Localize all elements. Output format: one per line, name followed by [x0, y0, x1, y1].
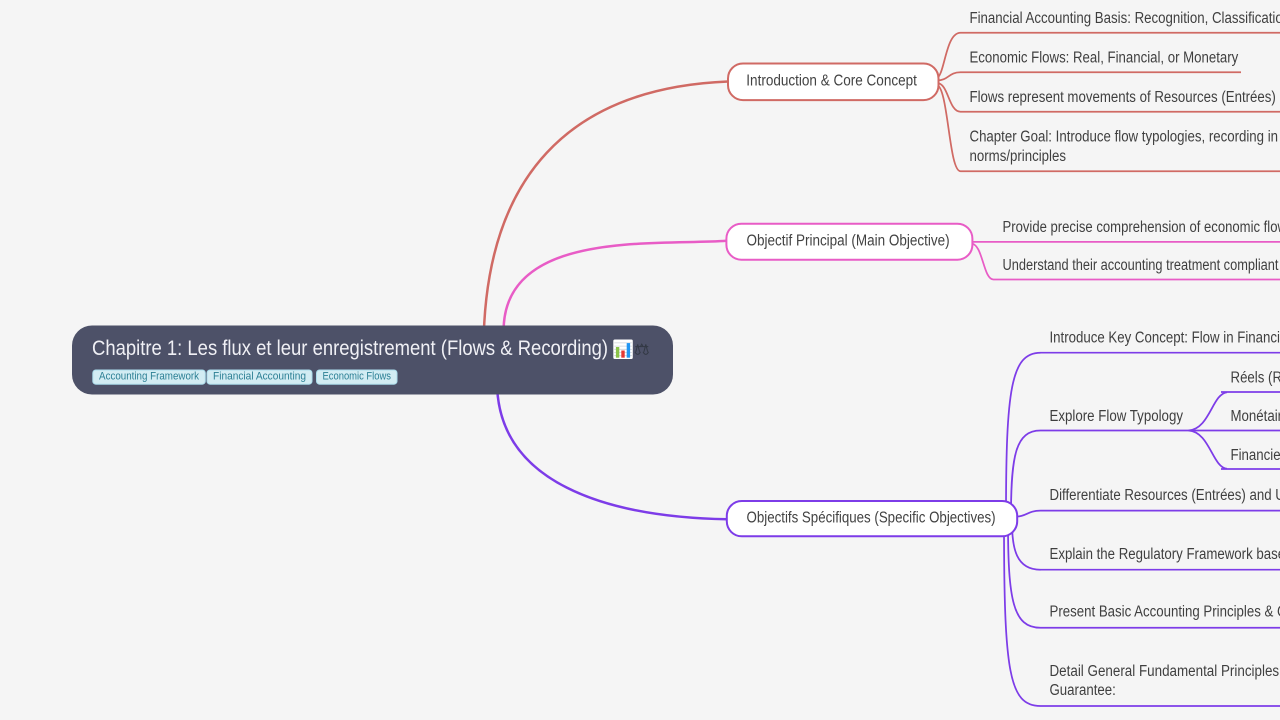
svg-text:Economic Flows: Economic Flows [323, 371, 392, 383]
svg-text:Explore Flow Typology: Explore Flow Typology [1050, 408, 1184, 425]
svg-text:Monétaires (Monetary): Monétaires (Monetary) [1231, 408, 1280, 425]
svg-text:norms/principles: norms/principles [970, 148, 1067, 165]
svg-text:Financial Accounting Basis: Re: Financial Accounting Basis: Recognition,… [970, 10, 1280, 27]
svg-text:Detail General Fundamental Pri: Detail General Fundamental Principles th… [1050, 663, 1280, 680]
svg-text:Explain the Regulatory Framewo: Explain the Regulatory Framework based o… [1050, 546, 1280, 563]
svg-text:Present Basic Accounting Princ: Present Basic Accounting Principles & Co… [1050, 604, 1280, 621]
svg-text:Réels (Real/Physical goods): Réels (Real/Physical goods) [1231, 369, 1280, 386]
svg-text:Chapitre 1: Les flux et leur e: Chapitre 1: Les flux et leur enregistrem… [92, 336, 608, 360]
svg-text:Objectifs Spécifiques (Specifi: Objectifs Spécifiques (Specific Objectiv… [747, 509, 996, 526]
svg-text:Introduction & Core Concept: Introduction & Core Concept [746, 73, 917, 90]
svg-text:Economic Flows: Real, Financia: Economic Flows: Real, Financial, or Mone… [970, 50, 1239, 67]
svg-text:Chapter Goal: Introduce flow t: Chapter Goal: Introduce flow typologies,… [970, 129, 1280, 146]
svg-text:Financial Accounting: Financial Accounting [213, 371, 306, 383]
svg-text:Differentiate Resources (Entré: Differentiate Resources (Entrées) and Us… [1050, 487, 1280, 504]
svg-text:Introduce Key Concept: Flow in: Introduce Key Concept: Flow in Financial… [1050, 330, 1280, 347]
svg-text:Understand their accounting tr: Understand their accounting treatment co… [1003, 257, 1280, 274]
svg-text:Accounting Framework: Accounting Framework [99, 371, 199, 383]
svg-text:Guarantee:: Guarantee: [1050, 682, 1116, 699]
svg-text:Flows represent movements of R: Flows represent movements of Resources (… [970, 89, 1280, 106]
svg-text:Provide precise comprehension: Provide precise comprehension of economi… [1003, 219, 1280, 236]
svg-text:Objectif Principal (Main Objec: Objectif Principal (Main Objective) [747, 233, 950, 250]
svg-text:Financiers (Financial): Financiers (Financial) [1231, 447, 1280, 464]
